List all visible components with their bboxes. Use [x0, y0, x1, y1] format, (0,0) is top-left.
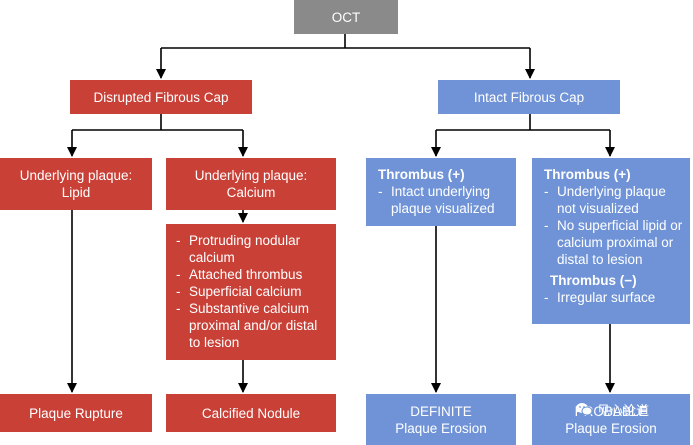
calcium-features-list: Protruding nodular calcium Attached thro…: [176, 232, 330, 351]
calcium-features-node: Protruding nodular calcium Attached thro…: [166, 224, 336, 360]
definite-erosion-node: DEFINITE Plaque Erosion: [366, 394, 516, 445]
definite-erosion-line1: DEFINITE: [410, 403, 472, 419]
thrombus-neg-item: Irregular surface: [544, 289, 686, 306]
calcium-feature-item: Attached thrombus: [176, 266, 330, 283]
wechat-logo-icon: [576, 403, 593, 416]
intact-cap-node: Intact Fibrous Cap: [438, 80, 620, 114]
thrombus-pos-list: Underlying plaque not visualized No supe…: [544, 183, 686, 268]
probable-erosion-node: PROBABLE Plaque Erosion: [532, 394, 690, 445]
calcified-nodule-label: Calcified Nodule: [201, 405, 301, 421]
calcium-feature-item: Protruding nodular calcium: [176, 232, 330, 266]
intact-cap-label: Intact Fibrous Cap: [473, 89, 585, 105]
calcium-feature-item: Superficial calcium: [176, 283, 330, 300]
thrombus-left-item: Intact underlying plaque visualized: [378, 183, 516, 217]
probable-erosion-line2: Plaque Erosion: [565, 420, 657, 436]
oct-label: OCT: [331, 9, 361, 25]
plaque-calcium-line2: Calcium: [226, 185, 276, 200]
thrombus-neg-list: Irregular surface: [544, 289, 686, 306]
plaque-calcium-line1: Underlying plaque:: [194, 168, 308, 183]
plaque-rupture-node: Plaque Rupture: [0, 394, 152, 432]
disrupted-cap-node: Disrupted Fibrous Cap: [70, 80, 252, 114]
thrombus-neg-heading: Thrombus (−): [550, 273, 637, 288]
calcified-nodule-node: Calcified Nodule: [166, 394, 336, 432]
thrombus-left-list: Intact underlying plaque visualized: [378, 183, 516, 217]
disrupted-cap-label: Disrupted Fibrous Cap: [93, 89, 229, 105]
plaque-lipid-node: Underlying plaque: Lipid: [0, 158, 152, 210]
thrombus-pos-item: Underlying plaque not visualized: [544, 183, 686, 217]
oct-node: OCT: [294, 0, 398, 34]
watermark: 见心论道: [575, 398, 649, 420]
calcium-feature-item: Substantive calcium proximal and/or dist…: [176, 300, 330, 351]
plaque-calcium-node: Underlying plaque: Calcium: [166, 158, 336, 210]
plaque-rupture-label: Plaque Rupture: [29, 405, 123, 421]
definite-erosion-line2: Plaque Erosion: [395, 420, 487, 436]
probable-erosion-line1: PROBABLE: [574, 403, 648, 419]
thrombus-left-node: Thrombus (+) Intact underlying plaque vi…: [366, 158, 516, 226]
watermark-text: 见心论道: [597, 402, 650, 418]
thrombus-left-heading: Thrombus (+): [378, 167, 465, 182]
thrombus-pos-heading: Thrombus (+): [544, 167, 631, 182]
thrombus-pos-item: No superficial lipid or calcium proximal…: [544, 217, 686, 268]
thrombus-right-node: Thrombus (+) Underlying plaque not visua…: [532, 158, 690, 324]
plaque-lipid-line2: Lipid: [61, 185, 91, 200]
plaque-lipid-line1: Underlying plaque:: [19, 168, 133, 183]
